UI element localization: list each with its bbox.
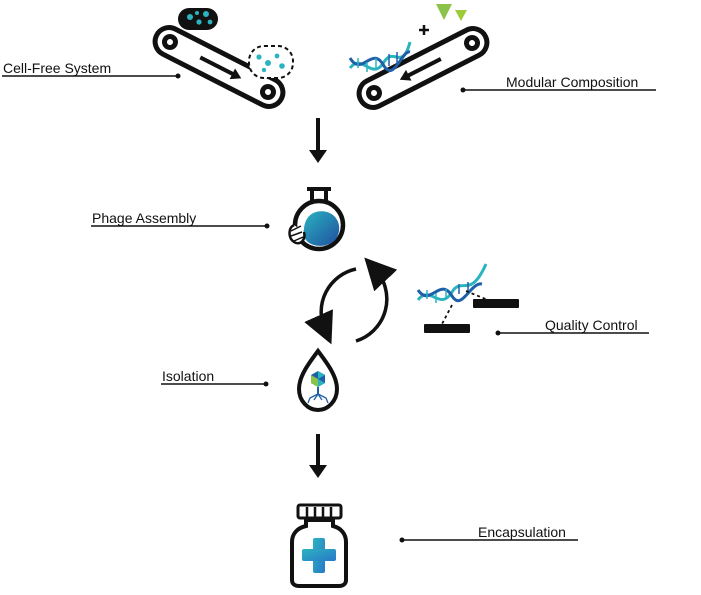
encapsulation-bottle-icon: [290, 503, 348, 588]
label-cell-free-system-text: Cell-Free System: [3, 60, 111, 76]
dna-icon: [416, 263, 488, 303]
cell-free-extract-icon: [248, 45, 294, 79]
plus-icon: [419, 25, 429, 35]
quality-control-icon: [416, 263, 519, 333]
label-encapsulation-text: Encapsulation: [478, 524, 566, 540]
phage-assembly-flask-icon: [288, 187, 346, 252]
label-isolation: Isolation: [161, 368, 269, 387]
modular-composition-conveyor-icon: [348, 4, 490, 110]
label-phage-assembly-text: Phage Assembly: [92, 210, 196, 226]
gel-band: [424, 324, 470, 333]
dna-icon: [348, 41, 412, 72]
gel-band: [473, 299, 519, 308]
protein-triangles-icon: [436, 4, 467, 21]
medical-cross-icon: [302, 538, 336, 573]
cycle-arrows-icon: [304, 257, 398, 345]
isolation-droplet-icon: [296, 347, 340, 413]
cell-free-conveyor-icon: [152, 8, 294, 109]
phage-icon: [307, 371, 329, 404]
label-phage-assembly: Phage Assembly: [91, 210, 270, 229]
label-modular-composition-text: Modular Composition: [506, 74, 638, 90]
label-isolation-text: Isolation: [162, 368, 214, 384]
down-arrow: [309, 434, 327, 478]
cell-icon: [178, 8, 218, 30]
label-quality-control-text: Quality Control: [545, 317, 638, 333]
label-cell-free-system: Cell-Free System: [2, 60, 181, 79]
down-arrow: [309, 118, 327, 163]
label-modular-composition: Modular Composition: [460, 74, 656, 93]
label-encapsulation: Encapsulation: [399, 524, 578, 543]
label-quality-control: Quality Control: [495, 317, 649, 336]
